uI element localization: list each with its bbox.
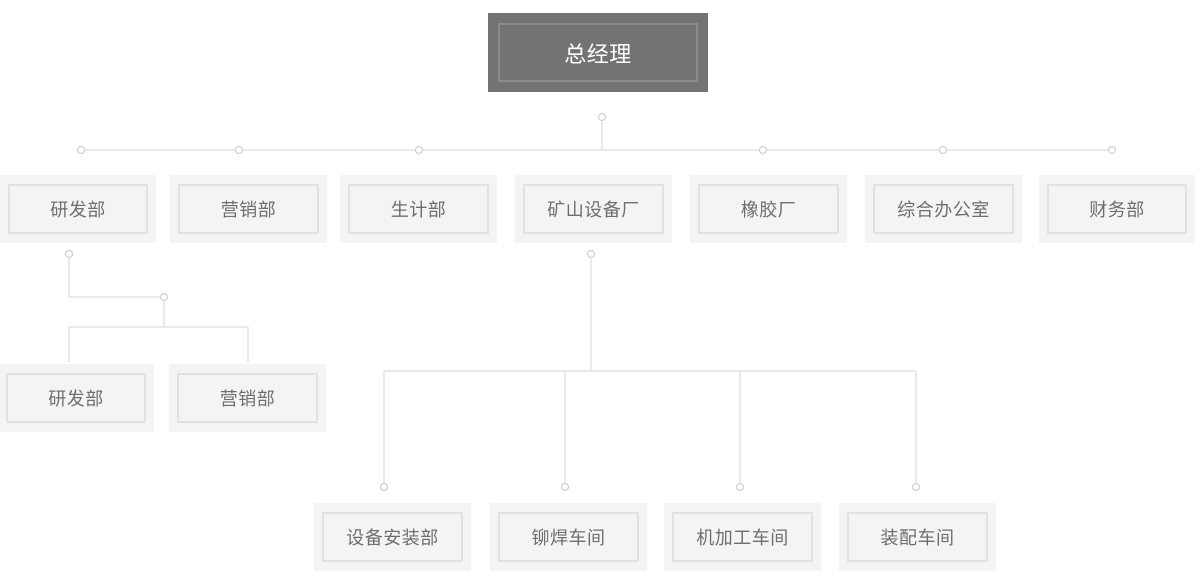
node-rd-child-rd[interactable]: 研发部	[0, 364, 154, 432]
node-assembly-workshop[interactable]: 装配车间	[839, 503, 996, 571]
connector-dot	[76, 145, 86, 155]
node-general-office[interactable]: 综合办公室	[865, 175, 1022, 243]
node-rd-child-marketing[interactable]: 营销部	[169, 364, 326, 432]
node-label: 综合办公室	[873, 184, 1014, 234]
node-label: 营销部	[178, 184, 319, 234]
node-label: 生计部	[348, 184, 489, 234]
connector-dot	[597, 112, 607, 122]
node-label: 装配车间	[847, 512, 988, 562]
node-label: 营销部	[177, 373, 318, 423]
connector-dot	[560, 482, 570, 492]
node-general-manager[interactable]: 总经理	[488, 13, 708, 92]
connector-dot	[586, 249, 596, 259]
connector-dot	[1107, 145, 1117, 155]
connector-dot	[938, 145, 948, 155]
node-label: 研发部	[8, 184, 148, 234]
node-label: 机加工车间	[672, 512, 813, 562]
connector-dot	[234, 145, 244, 155]
node-label: 设备安装部	[322, 512, 463, 562]
node-machining-workshop[interactable]: 机加工车间	[664, 503, 821, 571]
node-label: 橡胶厂	[698, 184, 839, 234]
connector-dot	[379, 482, 389, 492]
node-finance-dept[interactable]: 财务部	[1039, 175, 1195, 243]
connector-dot	[911, 482, 921, 492]
node-planning-dept[interactable]: 生计部	[340, 175, 497, 243]
node-marketing-dept[interactable]: 营销部	[170, 175, 327, 243]
connector-rd-elbow	[68, 258, 160, 298]
connector-dot	[64, 249, 74, 259]
node-label: 研发部	[6, 373, 146, 423]
node-equipment-installation-dept[interactable]: 设备安装部	[314, 503, 471, 571]
node-mining-equipment-plant[interactable]: 矿山设备厂	[515, 175, 672, 243]
connector-dot	[735, 482, 745, 492]
node-label: 铆焊车间	[498, 512, 639, 562]
connector-dot	[159, 292, 169, 302]
node-rd-dept[interactable]: 研发部	[0, 175, 156, 243]
node-label: 财务部	[1047, 184, 1187, 234]
node-label: 总经理	[498, 23, 698, 82]
node-rubber-plant[interactable]: 橡胶厂	[690, 175, 847, 243]
node-riveting-welding-workshop[interactable]: 铆焊车间	[490, 503, 647, 571]
connector-dot	[414, 145, 424, 155]
connector-rd-bus	[68, 326, 249, 362]
node-label: 矿山设备厂	[523, 184, 664, 234]
connector-dot	[758, 145, 768, 155]
